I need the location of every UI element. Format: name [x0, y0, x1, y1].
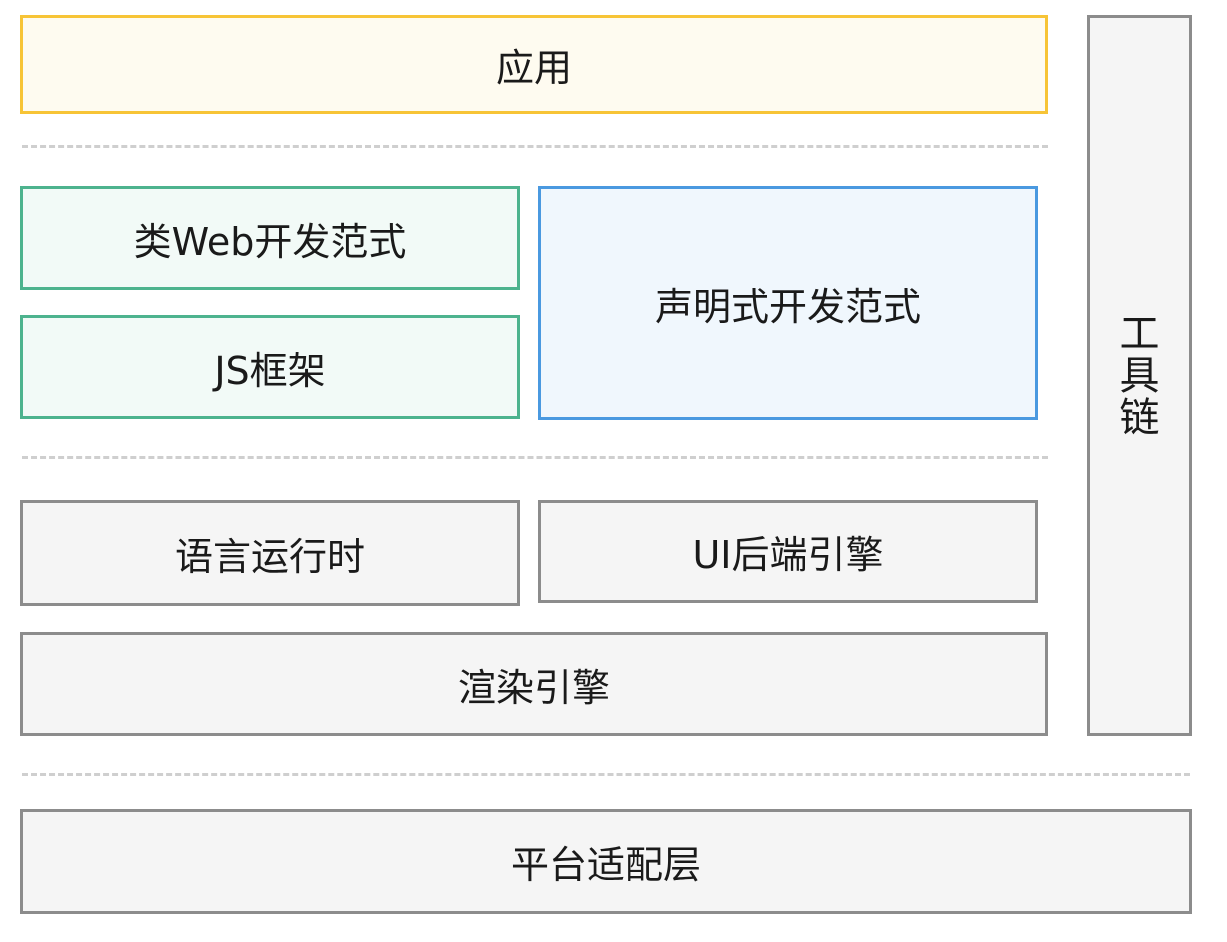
- layer-divider: [22, 145, 1048, 148]
- js-framework-label: JS框架: [214, 348, 326, 393]
- web-paradigm-box: 类Web开发范式: [20, 186, 520, 290]
- render-engine-label: 渲染引擎: [457, 665, 610, 710]
- render-engine-box: 渲染引擎: [20, 632, 1048, 736]
- js-framework-box: JS框架: [20, 315, 520, 419]
- language-runtime-box: 语言运行时: [20, 500, 520, 606]
- toolchain-char: 链: [1119, 394, 1160, 441]
- platform-adaptation-label: 平台适配层: [510, 843, 701, 887]
- ui-backend-engine-label: UI后端引擎: [692, 533, 884, 577]
- ui-backend-engine-box: UI后端引擎: [538, 500, 1038, 603]
- platform-adaptation-box: 平台适配层: [20, 809, 1192, 914]
- toolchain-char: 具: [1119, 352, 1160, 399]
- application-layer: 应用: [20, 15, 1048, 114]
- layer-divider: [22, 773, 1190, 776]
- toolchain-box: 工 具 链: [1087, 15, 1192, 736]
- web-paradigm-label: 类Web开发范式: [133, 219, 407, 264]
- declarative-paradigm-box: 声明式开发范式: [538, 186, 1038, 420]
- declarative-paradigm-label: 声明式开发范式: [654, 284, 921, 329]
- application-label: 应用: [495, 46, 572, 90]
- layer-divider: [22, 456, 1048, 459]
- toolchain-char: 工: [1119, 310, 1160, 357]
- language-runtime-label: 语言运行时: [174, 534, 365, 579]
